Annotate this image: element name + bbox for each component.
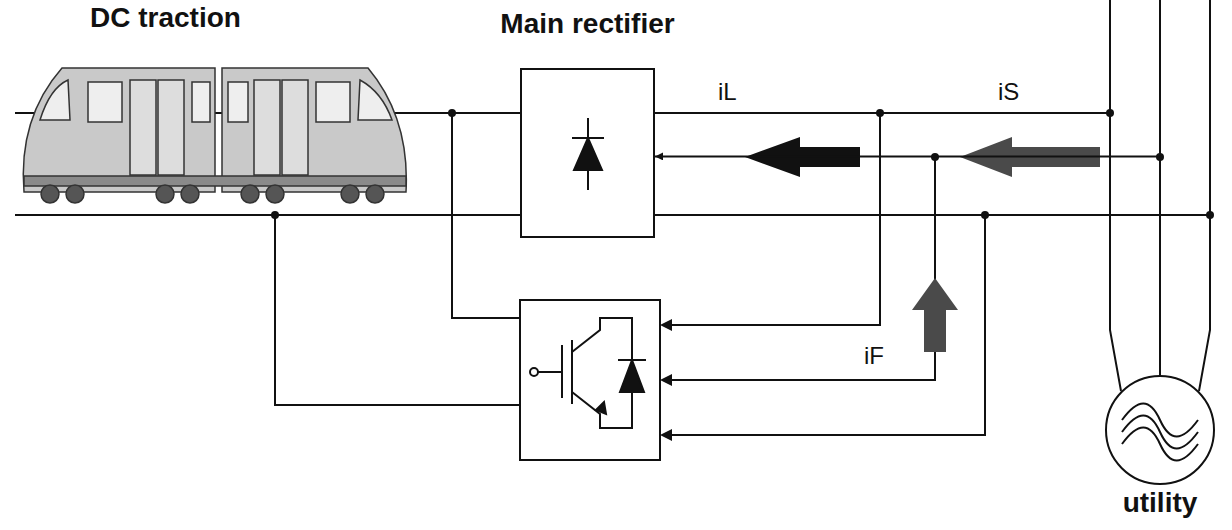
wires [15, 0, 1210, 435]
rectifier-box: Main rectifier [520, 68, 655, 238]
current-label: iL [718, 78, 737, 106]
current-label: iS [998, 78, 1019, 106]
junction-dots [271, 109, 1214, 219]
system-title: DC traction [90, 2, 241, 34]
current-arrow [912, 278, 958, 352]
train-illustration [23, 68, 406, 203]
node-heading: utility [1123, 487, 1198, 519]
power-wire [655, 156, 1160, 375]
igbt-symbol [520, 300, 660, 460]
ac-source-symbol [1122, 404, 1198, 461]
source-circle [1105, 375, 1215, 485]
current-label: iF [864, 342, 884, 370]
input-arrowheads [660, 319, 672, 441]
utility-source: utility [1105, 375, 1215, 485]
node-heading: Main rectifier [500, 8, 674, 40]
diode-symbol [572, 118, 604, 190]
